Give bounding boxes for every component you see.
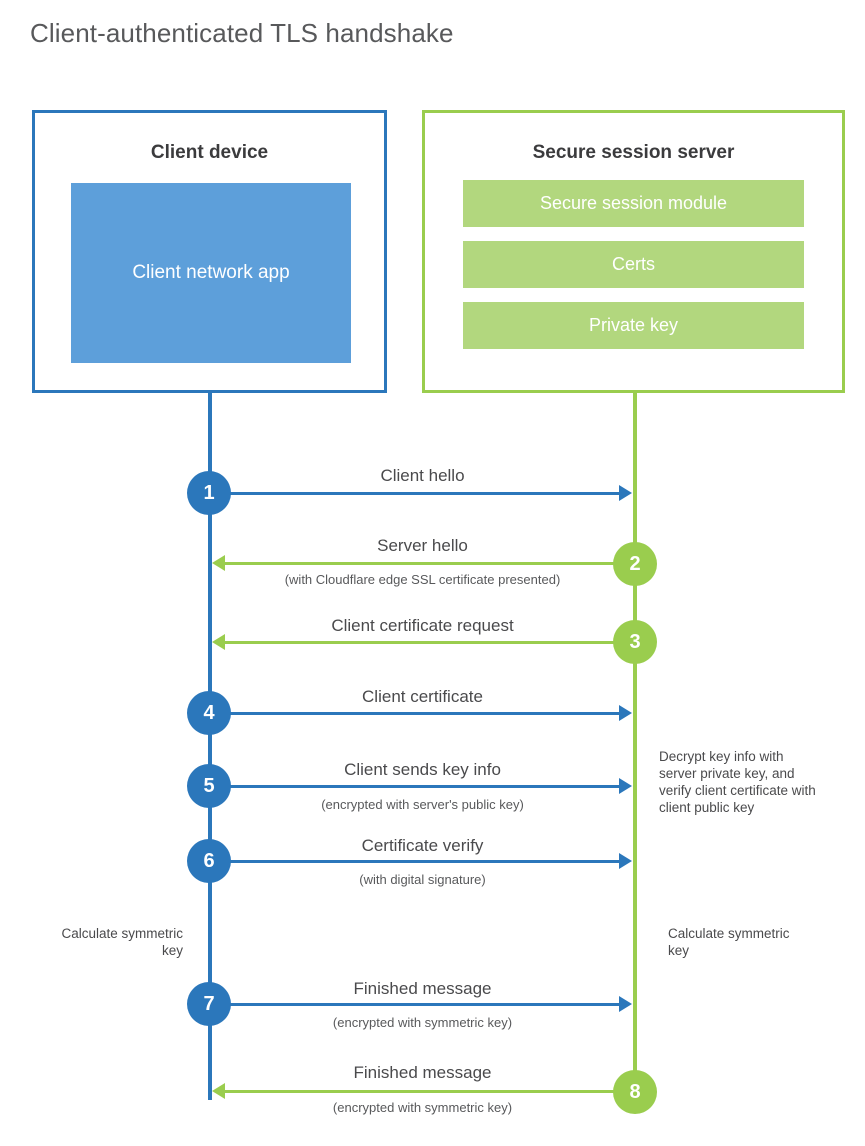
- step-7-label: Finished message: [353, 979, 492, 998]
- step-7-arrow-line: [210, 1003, 619, 1006]
- step-1-label: Client hello: [380, 466, 465, 485]
- step-2-circle: 2: [613, 542, 657, 586]
- client-calculate-symmetric-key-note: Calculate symmetric key: [61, 926, 183, 958]
- client-network-app-label: Client network app: [132, 262, 290, 283]
- step-4-arrow-head-icon: [619, 705, 632, 721]
- step-6-arrow-head-icon: [619, 853, 632, 869]
- step-5-circle: 5: [187, 764, 231, 808]
- step-7-sublabel: (encrypted with symmetric key): [332, 1015, 513, 1030]
- step-6-sublabel: (with digital signature): [359, 872, 486, 887]
- step-3-arrow-head-icon: [212, 634, 225, 650]
- step-5-sublabel: (encrypted with server's public key): [321, 797, 524, 812]
- server-lifeline: [633, 393, 637, 1092]
- step-2-sublabel: (with Cloudflare edge SSL certificate pr…: [284, 572, 561, 587]
- step-4-label: Client certificate: [362, 687, 483, 706]
- step-8-circle: 8: [613, 1070, 657, 1114]
- client-device-box: Client device Client network app: [32, 110, 387, 393]
- secure-session-server-box: Secure session server Secure session mod…: [422, 110, 845, 393]
- step-8-arrow-head-icon: [212, 1083, 225, 1099]
- step-4-circle: 4: [187, 691, 231, 735]
- step-5-label: Client sends key info: [344, 760, 501, 779]
- step-1-arrow-line: [210, 492, 619, 495]
- step-5-arrow-head-icon: [619, 778, 632, 794]
- server-decrypt-note: Decrypt key info with server private key…: [659, 749, 816, 815]
- step-1-arrow-head-icon: [619, 485, 632, 501]
- step-2-arrow-head-icon: [212, 555, 225, 571]
- server-calculate-symmetric-key-note: Calculate symmetric key: [668, 926, 790, 958]
- server-component-private-key: Private key: [463, 302, 804, 349]
- step-4-arrow-line: [210, 712, 619, 715]
- step-2-label: Server hello: [377, 536, 468, 555]
- client-network-app-block: Client network app: [71, 183, 351, 363]
- step-3-arrow-line: [225, 641, 635, 644]
- page-title: Client-authenticated TLS handshake: [30, 18, 454, 48]
- step-7-circle: 7: [187, 982, 231, 1026]
- step-1-circle: 1: [187, 471, 231, 515]
- step-8-sublabel: (encrypted with symmetric key): [332, 1100, 513, 1115]
- step-6-circle: 6: [187, 839, 231, 883]
- server-component-secure-session-module: Secure session module: [463, 180, 804, 227]
- step-8-arrow-line: [225, 1090, 635, 1093]
- client-lifeline: [208, 393, 212, 1100]
- server-component-list: Secure session module Certs Private key: [463, 180, 804, 363]
- step-7-arrow-head-icon: [619, 996, 632, 1012]
- secure-session-server-title: Secure session server: [532, 142, 735, 163]
- step-6-arrow-line: [210, 860, 619, 863]
- step-3-label: Client certificate request: [331, 616, 514, 635]
- step-2-arrow-line: [225, 562, 635, 565]
- step-3-circle: 3: [613, 620, 657, 664]
- step-8-label: Finished message: [353, 1063, 492, 1082]
- server-component-certs: Certs: [463, 241, 804, 288]
- client-device-title: Client device: [150, 142, 269, 163]
- step-5-arrow-line: [210, 785, 619, 788]
- step-6-label: Certificate verify: [361, 836, 484, 855]
